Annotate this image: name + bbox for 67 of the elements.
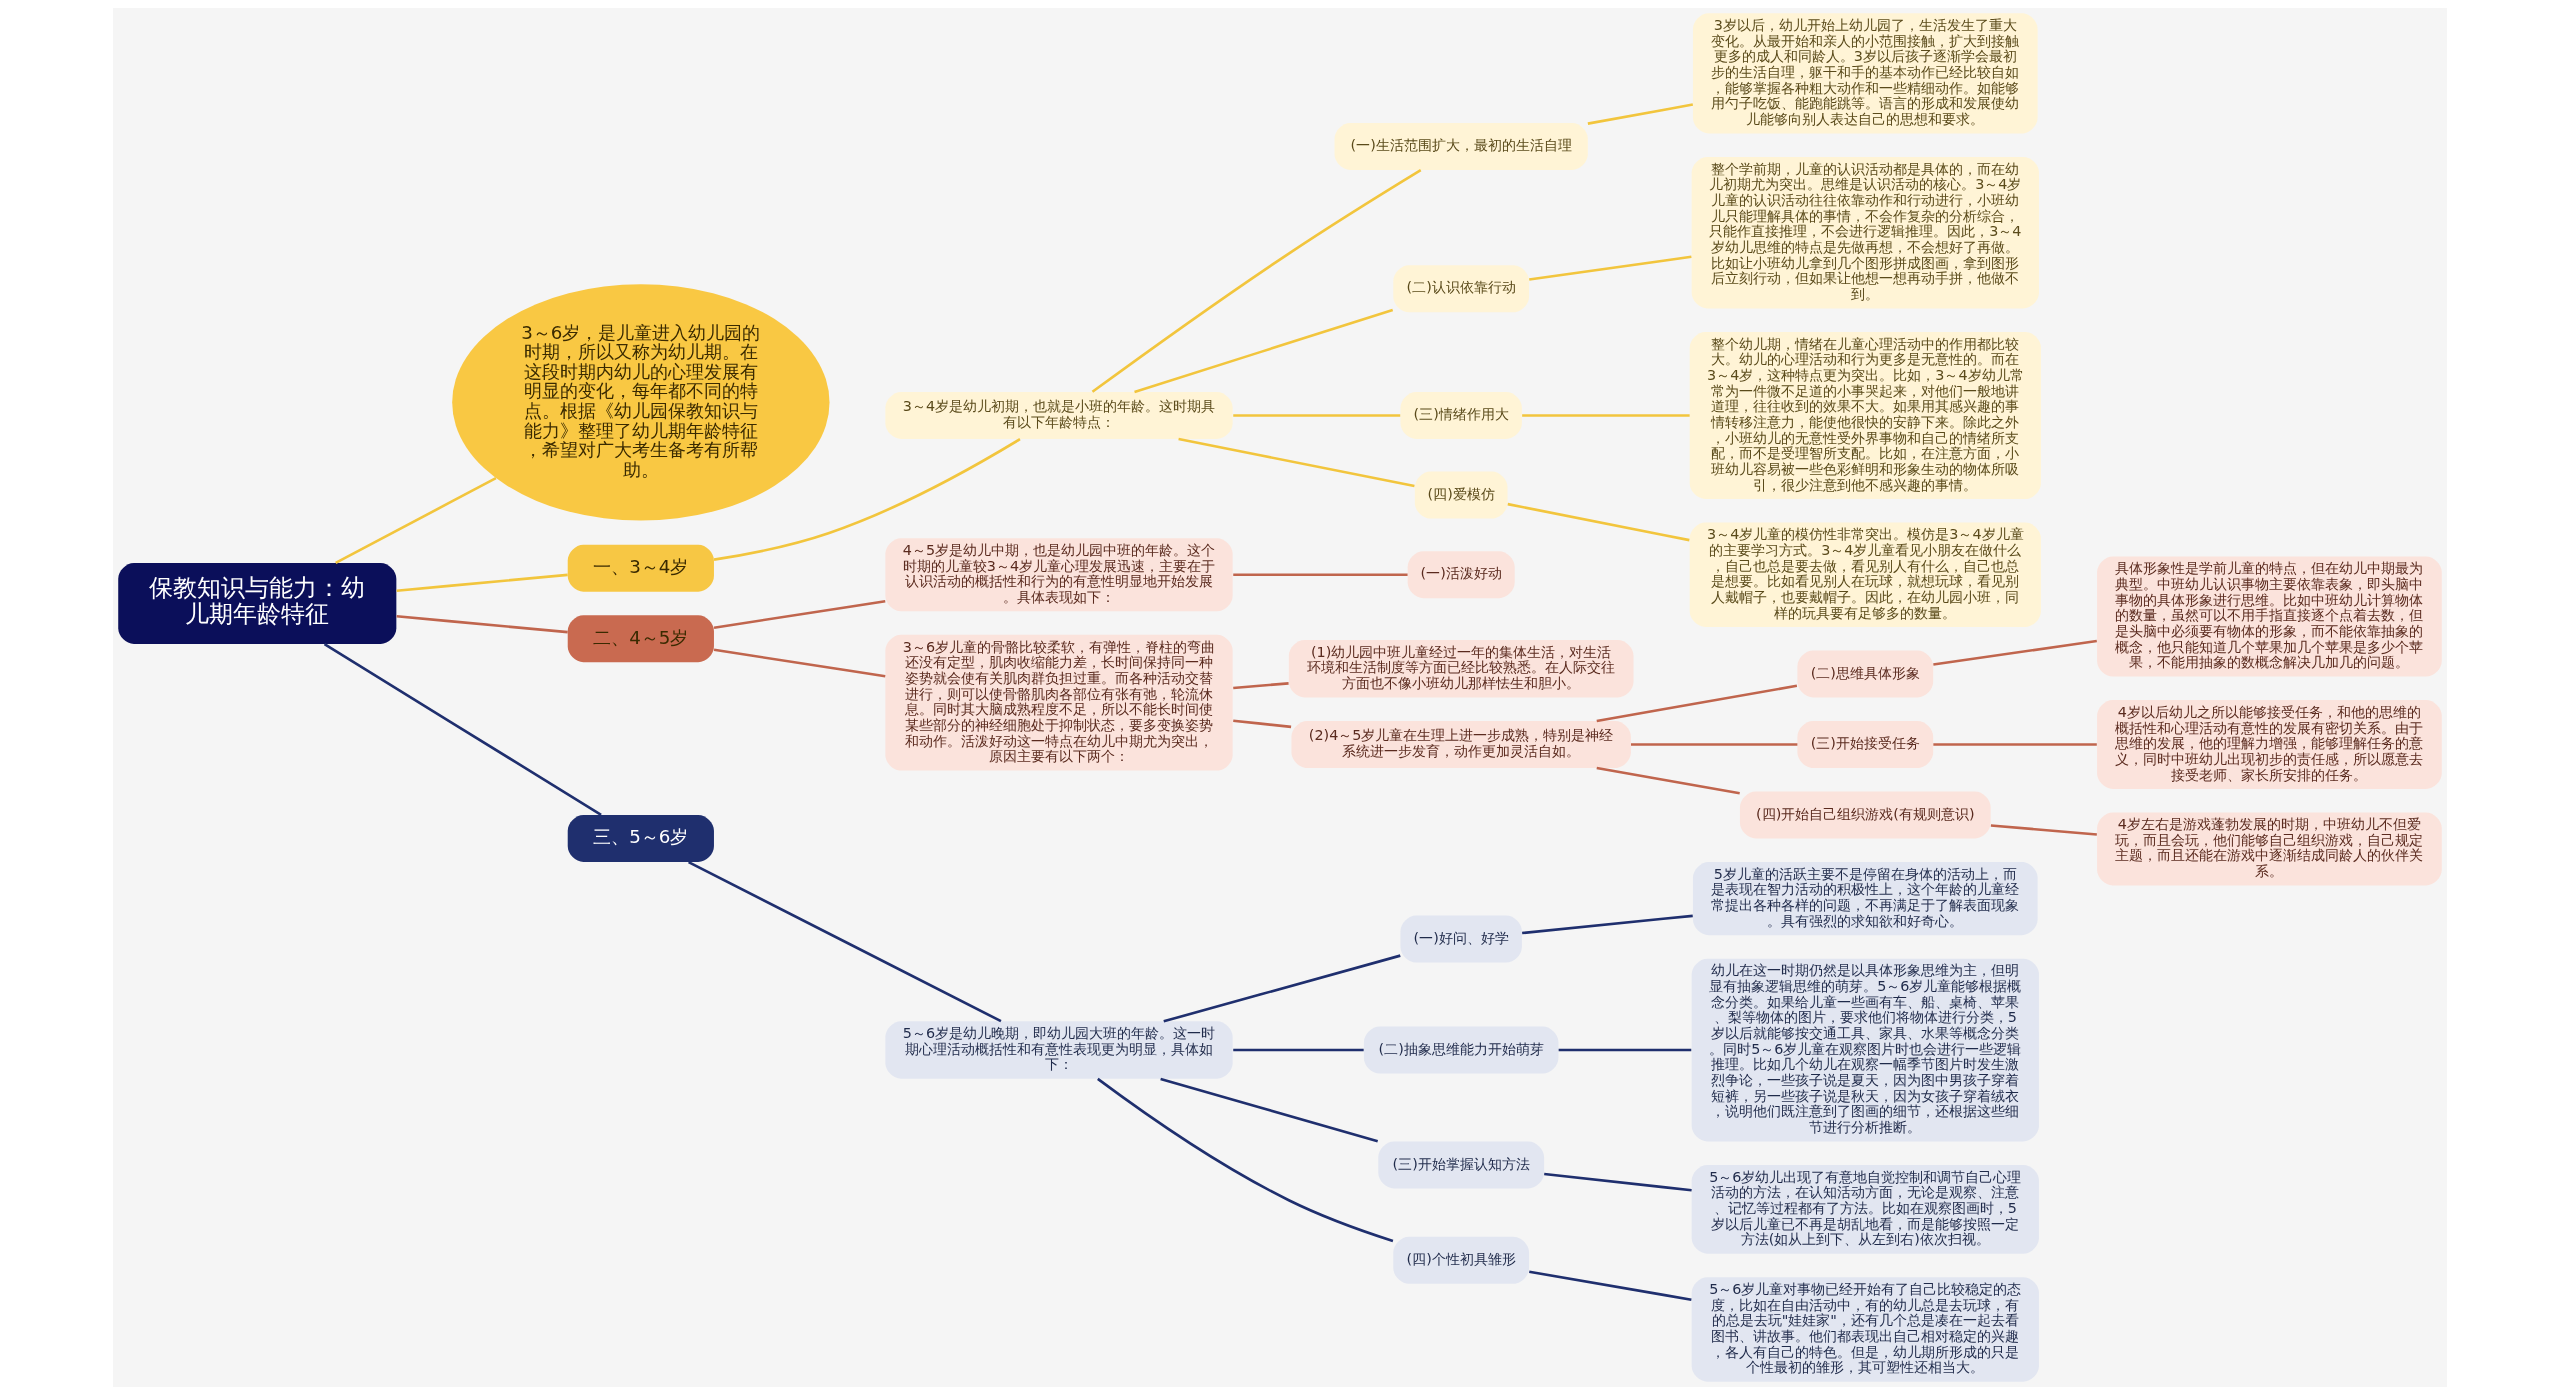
connector [713, 600, 886, 629]
connector [335, 477, 497, 564]
connector [1529, 255, 1692, 281]
connector [1990, 824, 2097, 836]
node-box: 一、3～4岁 [567, 544, 714, 592]
node-box: 4岁以后幼儿之所以能够接受任务，和他的思维的概括性和心理活动有意性的发展有密切关系。由于思维的发展，他的理解力增强，能够理解任务的意义，同时中班幼儿出现初步的责任感，所以愿意去接受老师、家长所安排的任务。 [2097, 700, 2442, 789]
node-box: 3～6岁儿童的骨骼比较柔软，有弹性，脊柱的弯曲还没有定型，肌肉收缩能力差，长时间保持同一种姿势就会使有关肌肉群负担过重。而各种活动交替进行，则可以使骨骼肌肉各部位有张有弛，轮流休息。同时其大脑成熟程度不足，所以不能长时间使某些部分的神经细胞处于抑制状态，要多变换姿势和动作。活泼好动这一特点在幼儿中期尤为突出，原因主要有以下两个： [885, 634, 1233, 771]
connector [396, 573, 568, 592]
node-box: (一)活泼好动 [1407, 551, 1515, 599]
node-box: 3～4岁儿童的模仿性非常突出。模仿是3～4岁儿童的主要学习方式。3～4岁儿童看见小朋友在做什么，自己也总是要去做，看见别人有什么，自己也总是想要。比如看见别人在玩球，就想玩球，看见别人戴帽子，也要戴帽子。因此，在幼儿园小班，同样的玩具要有足够多的数量。 [1689, 522, 2041, 627]
connector [1233, 414, 1401, 417]
connector [713, 648, 886, 678]
connector [1097, 1077, 1394, 1243]
node-ellipse: 3～6岁，是儿童进入幼儿园的时期，所以又称为幼儿期。在这段时期内幼儿的心理发展有明显的变化，每年都不同的特点。根据《幼儿园保教知识与能力》整理了幼儿期年龄特征，希望对广大考生备考有所帮助。 [452, 284, 830, 521]
node-box: 5岁儿童的活跃主要不是停留在身体的活动上，而是表现在智力活动的积极性上，这个年龄的儿童经常提出各种各样的问题，不再满足于了解表面现象。具有强烈的求知欲和好奇心。 [1692, 862, 2038, 936]
connector [1933, 639, 2097, 666]
node-box: 5～6岁幼儿出现了有意地自觉控制和调节自己心理活动的方法，在认知活动方面，无论是观察、注意、记忆等过程都有了方法。比如在观察图画时，5岁以后儿童已不再是胡乱地看，而是能够按照一定方法(如从上到下、从左到右)依次扫视。 [1691, 1164, 2039, 1254]
node-box: 3～4岁是幼儿初期，也就是小班的年龄。这时期具有以下年龄特点： [885, 391, 1233, 439]
node-box: (三)开始掌握认知方法 [1378, 1141, 1545, 1189]
connector [1091, 168, 1422, 393]
connector [1233, 573, 1408, 577]
connector [1160, 1077, 1379, 1143]
node-box: 3岁以后，幼儿开始上幼儿园了，生活发生了重大变化。从最开始和亲人的小范围接触，扩大到接触更多的成人和同龄人。3岁以后孩子逐渐学会最初步的生活自理，躯干和手的基本动作已经比较自如，能够掌握各种粗大动作和一些精细动作。如能够用勺子吃饭、能跑能跳等。语言的形成和发展使幼儿能够向别人表达自己的思想和要求。 [1692, 13, 2038, 134]
node-box: 4～5岁是幼儿中期，也是幼儿园中班的年龄。这个时期的儿童较3～4岁儿童心理发展迅速，主要在于认识活动的概括性和行为的有意性明显地开始发展。具体表现如下： [885, 538, 1233, 612]
connector [1558, 1048, 1692, 1052]
connector [1178, 437, 1415, 488]
node-box: (三)情绪作用大 [1400, 391, 1522, 439]
node-box: 整个幼儿期，情绪在儿童心理活动中的作用都比较大。幼儿的心理活动和行为更多是无意性的。而在3～4岁，这种特点更为突出。比如，3～4岁幼儿常常为一件微不足道的小事哭起来，对他们一般地讲道理，往往收到的效果不大。如果用其感兴趣的事情转移注意力，能使他很快的安静下来。除此之外，小班幼儿的无意性受外界事物和自己的情绪所支配，而不是受理智所支配。比如，在注意方面，小班幼儿容易被一些色彩鲜明和形象生动的物体所吸引，很少注意到他不感兴趣的事情。 [1689, 331, 2041, 500]
connector [1233, 719, 1292, 729]
node-box: (一)好问、好学 [1400, 915, 1522, 963]
connector [1507, 502, 1690, 542]
node-box: (四)爱模仿 [1414, 471, 1508, 519]
node-box: 二、4～5岁 [567, 615, 714, 663]
node-box: 具体形象性是学前儿童的特点，但在幼儿中期最为典型。中班幼儿认识事物主要依靠表象，即头脑中事物的具体形象进行思维。比如中班幼儿计算物体的数量，虽然可以不用手指直接逐个点着去数，但是头脑中必须要有物体的形象，而不能依靠抽象的概念，他只能知道几个苹果加几个苹果是多少个苹果，不能用抽象的数概念解决几加几的问题。 [2097, 556, 2442, 677]
node-box: (二)抽象思维能力开始萌芽 [1363, 1026, 1559, 1074]
connector [1522, 914, 1693, 935]
node-box: 整个学前期，儿童的认识活动都是具体的，而在幼儿初期尤为突出。思维是认识活动的核心。3～4岁儿童的认识活动往往依靠动作和行动进行，小班幼儿只能理解具体的事情，不会作复杂的分析综合，只能作直接推理，不会进行逻辑推理。因此，3～4岁幼儿思维的特点是先做再想，不会想好了再做。比如让小班幼儿拿到几个图形拼成图画，拿到图形后立刻行动，但如果让他想一想再动手拼，他做不到。 [1691, 156, 2039, 309]
connector [1529, 1270, 1692, 1301]
node-box: 4岁左右是游戏蓬勃发展的时期，中班幼儿不但爱玩，而且会玩，他们能够自己组织游戏，自己规定主题，而且还能在游戏中逐渐结成同龄人的伙伴关系。 [2097, 812, 2442, 886]
node-box: (2)4～5岁儿童在生理上进一步成熟，特别是神经系统进一步发育，动作更加灵活自如。 [1291, 721, 1631, 768]
node-box: (四)个性初具雏形 [1393, 1236, 1530, 1284]
node-box: 保教知识与能力：幼儿期年龄特征 [118, 563, 397, 644]
node-box: (三)开始接受任务 [1797, 721, 1934, 768]
node-box: 5～6岁儿童对事物已经开始有了自己比较稳定的态度，比如在自由活动中，有的幼儿总是去玩球，有的总是去玩"娃娃家"，还有几个总是凑在一起去看图书、讲故事。他们都表现出自己相对稳定的兴趣，各人有自己的特色。但是，幼儿期所形成的只是个性最初的雏形，其可塑性还相当大。 [1691, 1277, 2039, 1382]
connector [1163, 954, 1401, 1023]
node-box: 幼儿在这一时期仍然是以具体形象思维为主，但明显有抽象逻辑思维的萌芽。5～6岁儿童能够根据概念分类。如果给儿童一些画有车、船、桌椅、苹果、梨等物体的图片，要求他们将物体进行分类，5岁以后就能够按交通工具、家具、水果等概念分类。同时5～6岁儿童在观察图片时也会进行一些逻辑推理。比如几个幼儿在观察一幅季节图片时发生激烈争论，一些孩子说是夏天，因为图中男孩子穿着短裤，另一些孩子说是秋天，因为女孩子穿着绒衣，说明他们既注意到了图画的细节，还根据这些细节进行分析推断。 [1691, 958, 2039, 1142]
connector [396, 614, 568, 634]
connector [323, 643, 602, 816]
node-box: (二)认识依靠行动 [1393, 265, 1530, 313]
node-box: (1)幼儿园中班儿童经过一年的集体生活，对生活环境和生活制度等方面已经比较熟悉。在人际交往方面也不像小班幼儿那样怯生和胆小。 [1288, 640, 1634, 698]
connector [1544, 1172, 1692, 1192]
connector [1522, 414, 1690, 417]
node-box: 5～6岁是幼儿晚期，即幼儿园大班的年龄。这一时期心理活动概括性和有意性表现更为明显，具体如下： [885, 1021, 1233, 1079]
connector [1596, 684, 1798, 723]
connector [713, 438, 1021, 561]
node-box: (一)生活范围扩大，最初的生活自理 [1334, 123, 1588, 170]
connector [1631, 743, 1798, 746]
connector [1933, 743, 2097, 746]
connector [1587, 103, 1694, 125]
connector [688, 861, 1002, 1023]
connector [1233, 1048, 1364, 1052]
node-box: (二)思维具体形象 [1797, 650, 1934, 698]
connector [1134, 308, 1394, 394]
node-box: (四)开始自己组织游戏(有规则意识) [1739, 791, 1991, 839]
connector [1596, 766, 1740, 795]
connector [1233, 682, 1289, 690]
node-box: 三、5～6岁 [567, 815, 714, 862]
